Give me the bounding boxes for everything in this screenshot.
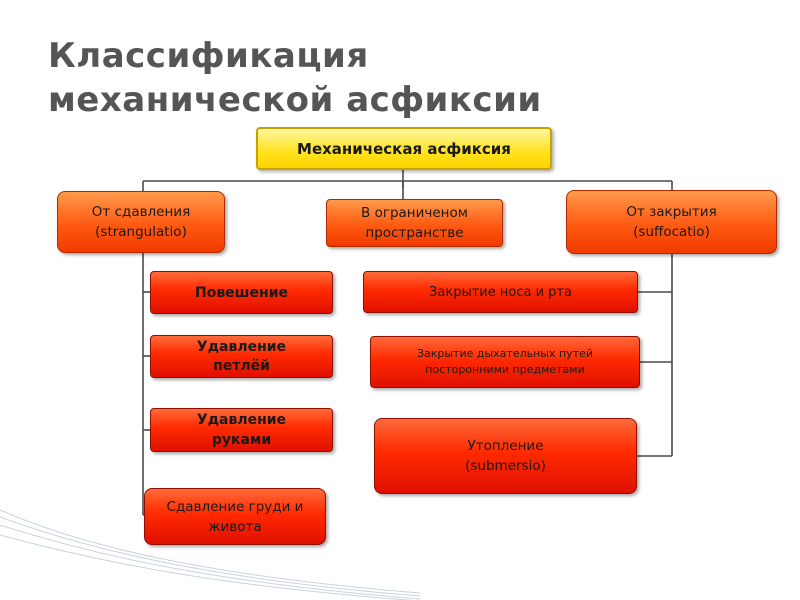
item-loop-label: Удавление петлёй [196,338,287,374]
root-label: Механическая асфиксия [297,139,511,158]
category-confined-label: В ограниченом пространстве [361,205,468,241]
slide-title-line-1: Классификация [48,36,369,76]
item-hands-label: Удавление руками [196,412,287,448]
item-loop: Удавление петлёй [150,335,333,378]
category-confined: В ограниченом пространстве [326,199,503,247]
category-compression-label: От сдавления (strangulatio) [91,204,191,240]
item-chest: Сдавление груди и живота [144,488,326,545]
category-closure-label: От закрытия (suffocatio) [626,204,717,240]
item-nose-mouth-label: Закрытие носа и рта [429,284,572,300]
item-hanging: Повешение [150,271,333,314]
item-hanging-label: Повешение [194,284,289,301]
slide-title: Классификация механической асфиксии [48,34,648,122]
item-nose-mouth: Закрытие носа и рта [363,271,638,313]
item-drowning-label: Утопление (submersio) [465,438,546,474]
item-chest-label: Сдавление груди и живота [166,498,304,535]
slide-title-line-2: механической асфиксии [48,80,542,120]
item-airways-label: Закрытие дыхательных путей посторонними … [416,347,594,376]
category-compression: От сдавления (strangulatio) [57,191,225,253]
item-hands: Удавление руками [150,408,333,452]
category-closure: От закрытия (suffocatio) [566,190,777,254]
item-airways: Закрытие дыхательных путей посторонними … [370,336,640,388]
root-node: Механическая асфиксия [256,127,552,170]
item-drowning: Утопление (submersio) [374,418,637,494]
